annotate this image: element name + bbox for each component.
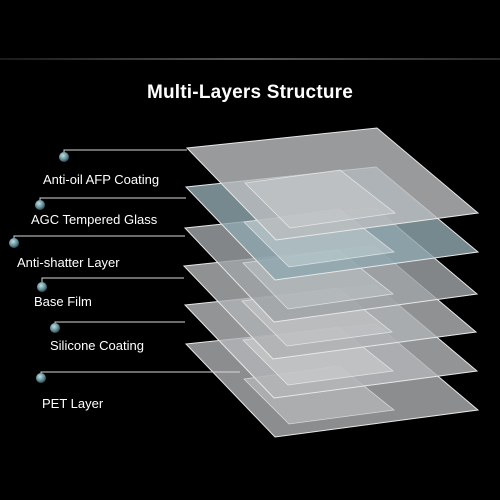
leader-dot-anti-oil-afp-coating — [59, 152, 69, 162]
leader-dot-pet-layer — [36, 373, 46, 383]
leader-line-pet-layer — [40, 371, 240, 378]
leader-line-base-film — [41, 277, 184, 287]
leader-line-anti-oil-afp-coating — [63, 149, 187, 157]
layer-label-agc-tempered-glass: AGC Tempered Glass — [31, 212, 158, 227]
layer-label-base-film: Base Film — [34, 294, 92, 309]
layer-label-anti-oil-afp-coating: Anti-oil AFP Coating — [43, 172, 160, 187]
leader-line-agc-tempered-glass — [39, 197, 186, 205]
leader-dot-agc-tempered-glass — [35, 200, 45, 210]
top-divider — [0, 58, 500, 60]
leader-line-silicone-coating — [54, 321, 185, 328]
leader-dot-silicone-coating — [50, 323, 60, 333]
layer-label-anti-shatter-layer: Anti-shatter Layer — [17, 255, 120, 270]
layer-label-pet-layer: PET Layer — [42, 396, 104, 411]
leader-dot-anti-shatter-layer — [9, 238, 19, 248]
leader-dot-base-film — [37, 282, 47, 292]
layer-label-silicone-coating: Silicone Coating — [50, 338, 144, 353]
diagram-title: Multi-Layers Structure — [146, 82, 354, 103]
layer-highlight-anti-oil-afp-coating — [244, 169, 396, 229]
leader-line-anti-shatter-layer — [13, 235, 185, 243]
